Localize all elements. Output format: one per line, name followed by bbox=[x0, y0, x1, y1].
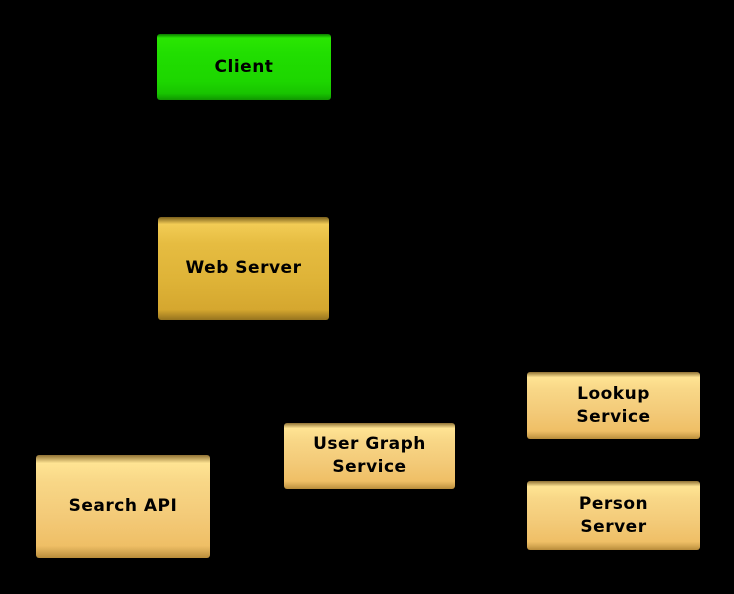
node-search-api-label: Search API bbox=[68, 496, 178, 517]
node-web-server-label: Web Server bbox=[185, 258, 302, 279]
node-client: Client bbox=[157, 34, 331, 100]
node-lookup-service: Lookup Service bbox=[527, 372, 700, 439]
node-web-server: Web Server bbox=[158, 217, 329, 320]
node-person-server-label: Person Server bbox=[578, 493, 649, 537]
node-lookup-service-label: Lookup Service bbox=[576, 383, 651, 427]
node-search-api: Search API bbox=[36, 455, 210, 558]
node-person-server: Person Server bbox=[527, 481, 700, 550]
node-client-label: Client bbox=[214, 56, 274, 77]
node-user-graph-service-label: User Graph Service bbox=[313, 434, 426, 477]
node-user-graph-service: User Graph Service bbox=[284, 423, 455, 489]
